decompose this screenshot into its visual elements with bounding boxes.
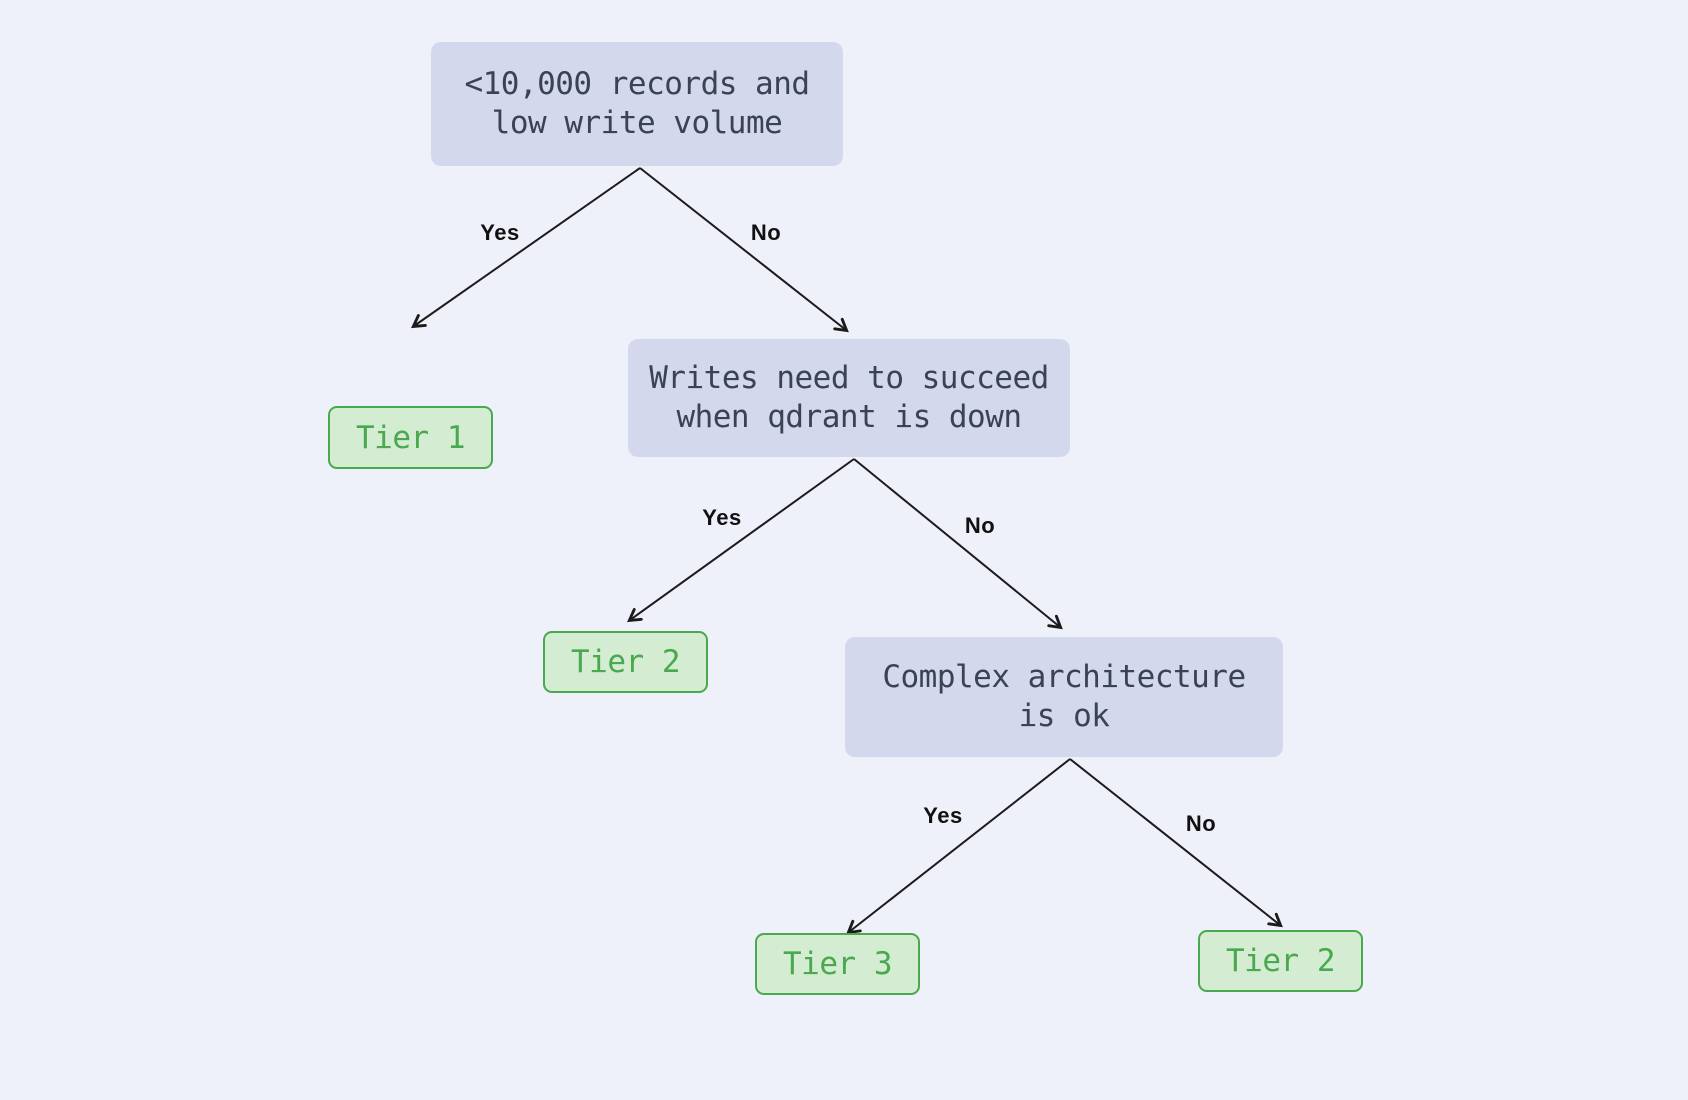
node-decision-records-volume: <10,000 records and low write volume: [431, 42, 843, 166]
edge-q1-tier1: [411, 167, 641, 329]
edge-q1-q2: [639, 167, 849, 333]
edge-label-yes-3: Yes: [923, 803, 963, 828]
node-outcome-tier2: Tier 2: [543, 631, 708, 693]
node-decision-complex-architecture: Complex architecture is ok: [845, 637, 1283, 757]
node-outcome-tier3: Tier 3: [755, 933, 920, 995]
edge-label-no-3: No: [1185, 811, 1217, 836]
edge-q2-q3: [853, 458, 1063, 630]
edge-q3-tier3: [846, 758, 1071, 935]
edge-q2-tier2: [627, 458, 855, 623]
edge-q3-tier2b: [1069, 758, 1283, 928]
edge-label-yes-1: Yes: [480, 220, 520, 245]
edge-label-no-1: No: [750, 220, 782, 245]
node-outcome-tier1: Tier 1: [328, 406, 493, 469]
edge-label-no-2: No: [964, 513, 996, 538]
edge-label-yes-2: Yes: [702, 505, 742, 530]
node-decision-writes-succeed: Writes need to succeed when qdrant is do…: [628, 339, 1070, 457]
node-outcome-tier2-alt: Tier 2: [1198, 930, 1363, 992]
